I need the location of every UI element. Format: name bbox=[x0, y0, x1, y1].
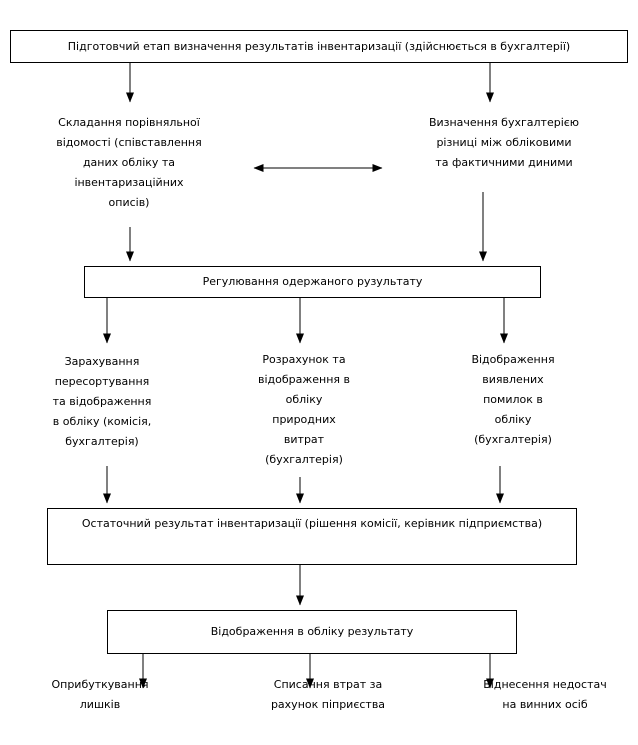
natural-losses-node: Розрахунок та відображення в обліку прир… bbox=[257, 353, 351, 466]
regrading-offset-node: Зарахування пересортування та відображен… bbox=[52, 355, 152, 448]
difference-determination-node: Визначення бухгалтерією різниці між облі… bbox=[428, 116, 580, 169]
final-result-box: Остаточний результат інвентаризації (ріш… bbox=[47, 508, 577, 565]
result-regulation-box: Регулювання одержаного рузультату bbox=[84, 266, 541, 298]
comparison-statement-node: Складання порівняльної відомості (співст… bbox=[56, 116, 202, 209]
shortage-attribution-node: Віднесення недостач на винних осіб bbox=[483, 678, 607, 711]
losses-writeoff-node: Списання втрат за рахунок піприєства bbox=[270, 678, 386, 711]
preparatory-stage-box: Підготовчий етап визначення результатів … bbox=[10, 30, 628, 63]
errors-reflection-node: Відображення виявлених помилок в обліку … bbox=[471, 353, 555, 446]
surplus-posting-node: Оприбуткування лишків bbox=[51, 678, 149, 711]
accounting-reflection-box: Відображення в обліку результату bbox=[107, 610, 517, 654]
